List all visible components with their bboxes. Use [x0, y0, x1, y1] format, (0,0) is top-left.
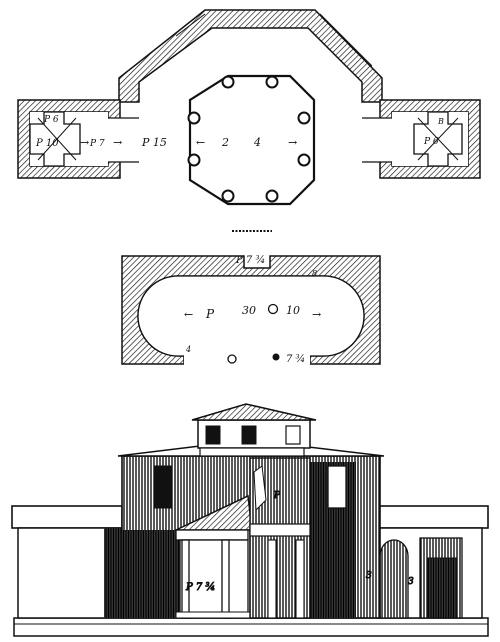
octagon-hall-walls — [118, 9, 383, 103]
ground-base — [13, 617, 489, 637]
label-small-right: 8 — [312, 269, 317, 278]
right-room — [379, 99, 481, 179]
compass-mark-icon — [227, 354, 237, 364]
floor-plan: → → ← → ← → P 6 P 10 P 7 P 15 2 4 P 6 B … — [17, 9, 481, 366]
label-oval-v1: 30 — [242, 304, 256, 317]
label-right-room: P 6 — [423, 137, 439, 147]
arched-doorway — [379, 539, 409, 619]
compass-mark-icon — [272, 353, 280, 361]
central-octagon — [187, 74, 316, 232]
label-scale-mark: 7 ¾ — [286, 354, 305, 365]
portico — [175, 494, 253, 619]
left-room — [17, 99, 121, 179]
label-left-room-right: P 7 — [89, 139, 105, 149]
elevation-labels: P 7 ¾ P 3 3 — [185, 491, 415, 594]
left-wing — [11, 505, 123, 619]
svg-text:→: → — [80, 136, 89, 149]
svg-text:→: → — [312, 308, 321, 321]
right-wing — [377, 505, 489, 619]
central-facade — [249, 457, 311, 619]
svg-text:←: ← — [184, 308, 193, 321]
plan-arrows: → → ← → ← → — [80, 136, 321, 321]
label-right-room-top: B — [437, 117, 444, 126]
label-portico: P 7 ¾ — [185, 582, 215, 593]
svg-text:→: → — [288, 136, 297, 149]
label-door: P 7 ¾ — [235, 255, 265, 266]
label-left-room-top: P 6 — [43, 115, 59, 125]
label-oval-p: P — [205, 307, 215, 321]
plan-labels: P 6 P 10 P 7 P 15 2 4 P 6 B P 7 ¾ P 30 1… — [35, 115, 444, 365]
label-wing: 3 — [408, 577, 414, 587]
label-upper: P — [273, 491, 281, 501]
label-small-left: 4 — [185, 345, 191, 354]
upper-window — [153, 465, 173, 509]
label-hall-right: 4 — [253, 136, 261, 149]
oval-room — [121, 255, 381, 366]
cupola — [191, 403, 317, 457]
label-oval-v2: 10 — [286, 304, 300, 317]
column — [187, 75, 311, 203]
label-hall-left: 2 — [221, 136, 229, 149]
svg-text:←: ← — [196, 136, 205, 149]
left-corridor — [108, 118, 139, 162]
label-corridor: P 15 — [141, 136, 167, 149]
label-left-room: P 10 — [35, 138, 59, 149]
label-side: 3 — [366, 571, 372, 581]
upper-window — [327, 465, 347, 509]
elevation-drawing: P 7 ¾ P 3 3 — [11, 403, 489, 637]
svg-text:→: → — [113, 136, 122, 149]
